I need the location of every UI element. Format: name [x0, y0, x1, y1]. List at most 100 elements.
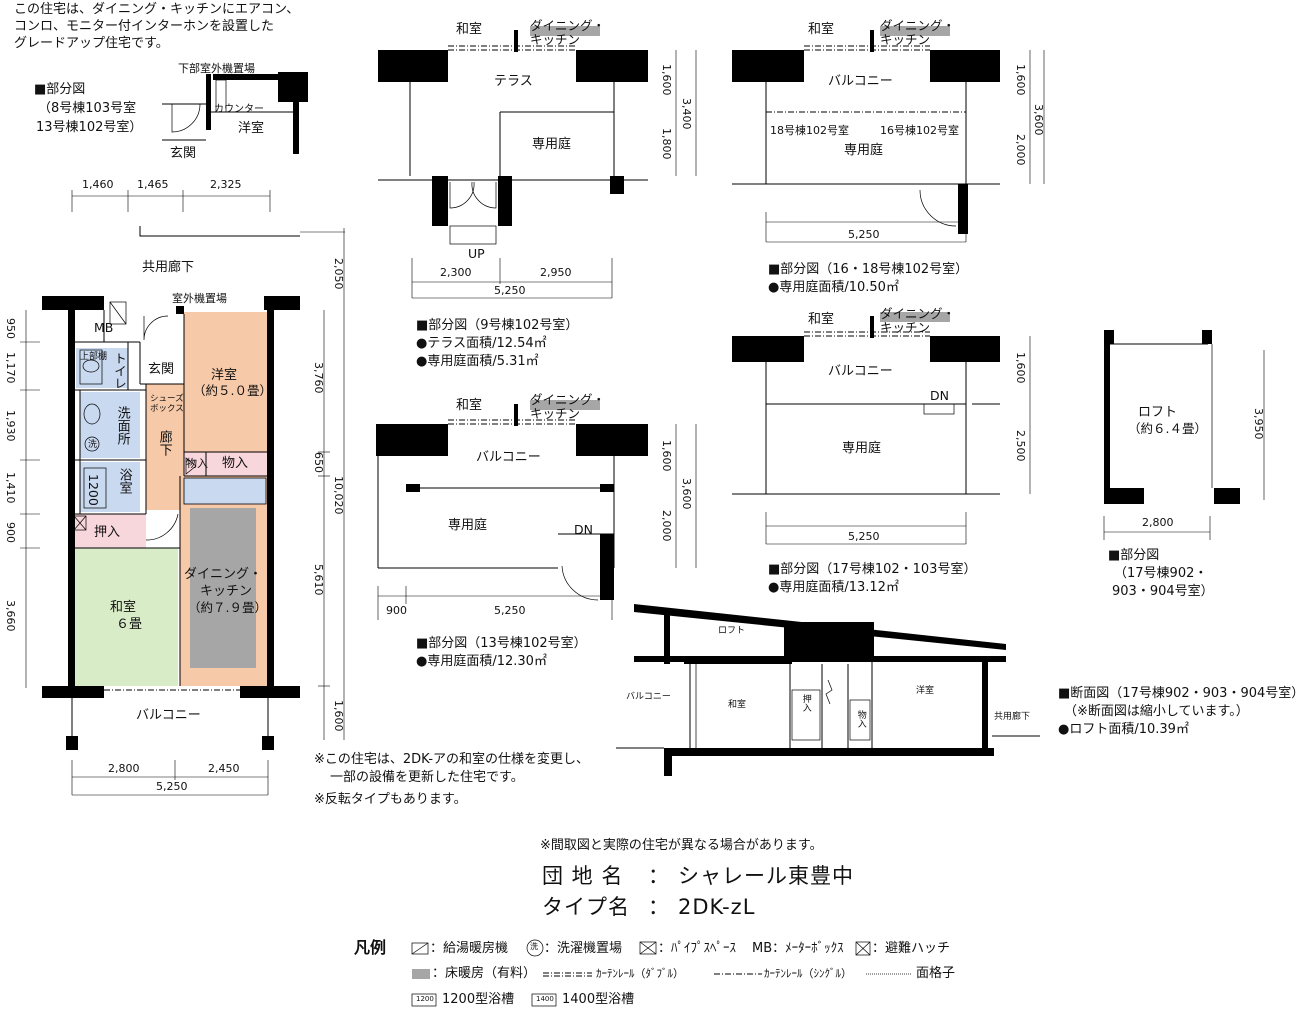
p17-garden: 専用庭	[842, 441, 882, 456]
main-dk-size: （約７.９畳）	[188, 600, 267, 615]
section-note: （※断面図は縮小しています。）	[1064, 704, 1249, 719]
p17-balcony: バルコニー	[828, 364, 893, 379]
type-value: 2DK-zL	[678, 895, 756, 919]
p17-vdim-1: 1,600	[1014, 352, 1028, 384]
main-japanese: 和室	[110, 600, 137, 615]
main-western: 洋室	[211, 368, 238, 383]
p16-dk2: キッチン	[880, 32, 931, 47]
main-shoes: シューズ	[150, 394, 184, 404]
loft-line-1: （17号棟902・	[1114, 566, 1208, 581]
section-japanese: 和室	[728, 700, 747, 710]
partial-plan-1	[162, 72, 308, 154]
intro-line-2: コンロ、モニター付インターホンを設置した	[14, 19, 275, 34]
main-western-size: （約５.０畳）	[193, 383, 272, 398]
main-shoes-box: ボックス	[150, 404, 184, 414]
partial-plan-9	[378, 26, 697, 299]
dim-left-5: 900	[4, 522, 18, 543]
main-kitchen: キッチン	[200, 584, 253, 599]
p9-vdim-2: 1,800	[660, 128, 674, 160]
legend-escape-hatch: ：避難ハッチ	[872, 941, 951, 956]
main-mb: MB	[94, 320, 114, 335]
wash-fill	[80, 392, 140, 458]
p13-dim-2: 5,250	[494, 604, 526, 617]
japanese-fill	[74, 548, 178, 686]
legend-curtain-double: ｶｰﾃﾝﾚｰﾙ（ﾀﾞﾌﾞﾙ）	[596, 967, 684, 980]
main-toilet: トイレ	[112, 352, 127, 390]
main-balcony: バルコニー	[136, 708, 201, 723]
dim-top-2: 1,465	[137, 178, 169, 191]
p16-dim: 5,250	[848, 228, 880, 241]
partial-plan-17	[732, 312, 1031, 545]
p13-garden: 専用庭	[448, 518, 488, 533]
p17-dim: 5,250	[848, 530, 880, 543]
p9-vdim-1: 1,600	[660, 64, 674, 96]
p9-up: UP	[468, 246, 485, 261]
section-loft: ロフト	[718, 626, 746, 636]
legend-tub-1400-symbol: 1400	[536, 995, 554, 1003]
main-dining: ダイニング・	[184, 567, 263, 582]
dim-left-4: 1,410	[4, 472, 18, 504]
p9-area-1: ●テラス面積/12.54㎡	[416, 336, 547, 351]
main-wash-symbol: 洗	[88, 440, 98, 450]
storage-small-fill	[184, 452, 206, 476]
section-closet: 押入	[800, 694, 811, 712]
legend-curtain-single: ｶｰﾃﾝﾚｰﾙ（ｼﾝｸﾞﾙ）	[764, 967, 852, 980]
p13-vdim-1: 1,600	[660, 440, 674, 472]
kitchen-counter	[183, 477, 267, 505]
loft-plan	[1103, 330, 1265, 540]
type-colon: ：	[648, 895, 670, 919]
dim-top-3: 2,325	[210, 178, 242, 191]
p9-dim-2: 2,950	[540, 266, 572, 279]
main-upper-shelf: 上部棚	[80, 352, 108, 362]
legend-wash-symbol: 洗	[530, 942, 538, 951]
p9-title: ■部分図（9号棟102号室）	[416, 318, 579, 333]
p9-japanese: 和室	[456, 22, 483, 37]
p9-terrace: テラス	[494, 74, 533, 89]
p17-title: ■部分図（17号棟102・103号室）	[768, 562, 977, 577]
dim-right-5: 5,610	[312, 564, 326, 596]
p17-dk2: キッチン	[880, 320, 931, 335]
p17-dk1: ダイニング・	[880, 306, 956, 321]
p16-garden: 専用庭	[844, 143, 884, 158]
note-2: 一部の設備を更新した住宅です。	[330, 770, 524, 785]
main-corridor: 共用廊下	[142, 260, 195, 275]
main-hall: 廊下	[156, 430, 172, 456]
p17-japanese: 和室	[808, 312, 835, 327]
legend-floor-heating: ：床暖房（有料）	[432, 966, 537, 981]
p16-vdim-1: 1,600	[1014, 64, 1028, 96]
western-room-fill	[184, 312, 268, 452]
p9-dk2: キッチン	[530, 32, 581, 47]
p16-balcony: バルコニー	[828, 74, 893, 89]
legend-title: 凡例	[354, 938, 387, 957]
p13-dn: DN	[574, 522, 593, 537]
hall-fill	[146, 384, 184, 510]
main-japanese-size: ６畳	[116, 617, 143, 632]
main-storage-small: 物入	[186, 457, 208, 470]
bath-fill	[80, 462, 140, 512]
legend-meter-box: MB：ﾒｰﾀｰﾎﾞｯｸｽ	[752, 941, 844, 956]
note-3: ※反転タイプもあります。	[314, 792, 467, 807]
section-storage: 物入	[855, 710, 866, 728]
legend-tub-1200-symbol: 1200	[416, 995, 434, 1003]
main-plan	[20, 190, 345, 796]
partial1-western: 洋室	[238, 121, 265, 136]
name-label: 団 地 名	[542, 864, 624, 888]
p13-title: ■部分図（13号棟102号室）	[416, 636, 587, 651]
partial1-counter: カウンター	[214, 104, 264, 115]
partial1-line-2: 13号棟102号室）	[36, 120, 143, 135]
p9-dk1: ダイニング・	[530, 18, 606, 33]
main-closet: 押入	[94, 525, 121, 540]
disclaimer: ※間取図と実際の住宅が異なる場合があります。	[540, 838, 823, 853]
p9-garden: 専用庭	[532, 137, 572, 152]
p16-dk1: ダイニング・	[880, 18, 956, 33]
note-1: ※この住宅は、2DK-アの和室の仕様を変更し、	[314, 752, 590, 767]
p17-vdim-2: 2,500	[1014, 430, 1028, 462]
intro-line-3: グレードアップ住宅です。	[14, 36, 169, 51]
dim-right-3: 650	[312, 452, 326, 473]
section-balcony: バルコニー	[626, 692, 671, 702]
dim-left-2: 1,170	[4, 352, 18, 384]
main-entrance: 玄関	[148, 362, 175, 377]
section-western: 洋室	[916, 686, 935, 696]
legend-washing-machine: ：洗濯機置場	[544, 941, 623, 956]
p13-area: ●専用庭面積/12.30㎡	[416, 654, 547, 669]
